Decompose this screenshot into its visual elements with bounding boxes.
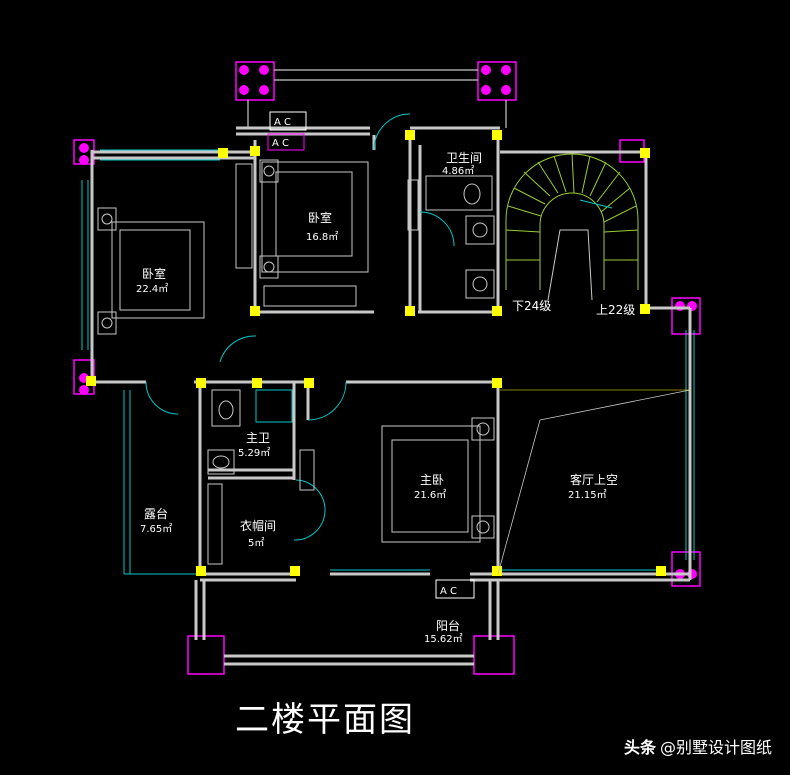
- watermark: 头条@别墅设计图纸: [624, 734, 772, 758]
- room-name-balcony: 阳台: [436, 618, 460, 633]
- room-name-bedroom-left: 卧室: [142, 266, 166, 281]
- top-planters: [73, 61, 701, 675]
- room-area-closet: 5㎡: [248, 537, 264, 549]
- watermark-account: @别墅设计图纸: [659, 738, 772, 757]
- ac-label-2: A C: [440, 586, 457, 597]
- room-name-closet: 衣帽间: [240, 518, 276, 533]
- beds: [111, 161, 481, 543]
- ac-units: [267, 111, 475, 599]
- room-area-bathroom: 4.86㎡: [442, 165, 474, 177]
- watermark-brand: 头条: [623, 738, 656, 757]
- room-area-bedroom-left: 22.4㎡: [136, 283, 168, 295]
- void-lines: [497, 389, 691, 575]
- ac-label-1: A C: [274, 117, 291, 128]
- room-area-living-void: 21.15㎡: [568, 489, 607, 501]
- room-name-master-bed: 主卧: [420, 473, 444, 487]
- ac-label-3: A C: [272, 138, 289, 149]
- room-name-master-bath: 主卫: [246, 431, 270, 445]
- room-area-bedroom-mid: 16.8㎡: [306, 231, 338, 243]
- doors: [145, 113, 455, 541]
- windows: [81, 149, 695, 575]
- top-parapet: [247, 69, 507, 128]
- room-area-master-bed: 21.6㎡: [414, 489, 446, 501]
- bathroom-fixtures: [207, 175, 495, 475]
- room-area-master-bath: 5.29㎡: [238, 447, 270, 459]
- room-area-balcony: 15.62㎡: [424, 633, 463, 645]
- stair-up-label: 上22级: [596, 303, 635, 317]
- walls: [90, 126, 692, 666]
- room-name-terrace: 露台: [144, 506, 168, 521]
- columns: [86, 130, 666, 576]
- stair-landing: [547, 229, 593, 301]
- room-area-terrace: 7.65㎡: [140, 523, 172, 535]
- stair-down-label: 下24级: [512, 299, 551, 313]
- room-name-living-void: 客厅上空: [570, 472, 618, 487]
- page-title: 二楼平面图: [235, 700, 415, 740]
- room-name-bedroom-mid: 卧室: [308, 210, 332, 225]
- planter-dots: [79, 65, 697, 579]
- wardrobes: [207, 163, 419, 565]
- room-name-bathroom: 卫生间: [446, 151, 482, 165]
- spiral-stair: [505, 153, 639, 290]
- nightstands: [97, 159, 495, 539]
